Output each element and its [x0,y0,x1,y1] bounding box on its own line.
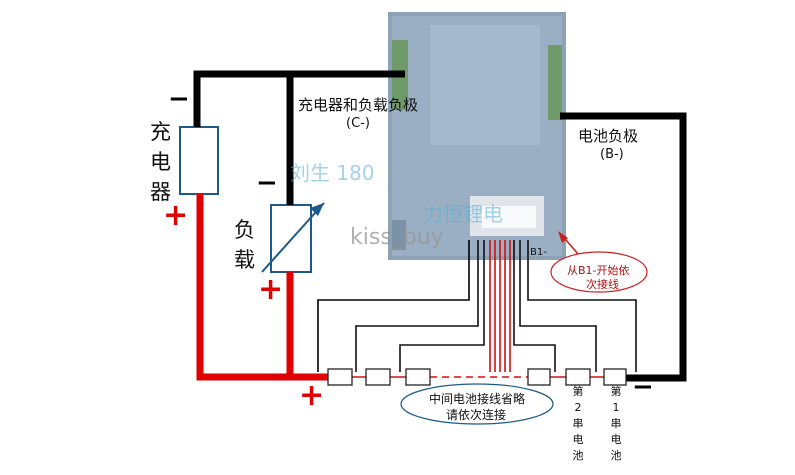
c-minus-label: 充电器和负载负极 [298,96,419,114]
charger-char-2: 电 [150,150,171,174]
cell2-label: 第 2 串 电 池 [571,384,585,464]
pack-minus-sign: − [632,372,654,402]
cell2-char-5: 池 [572,449,584,462]
b1-tag: B1- [530,247,547,258]
charger-char-3: 器 [150,180,171,204]
c-minus-code: (C-) [346,116,370,131]
sense-wire-4 [519,240,597,372]
cell2-char-3: 串 [572,417,584,430]
cell1-char-1: 第 [610,385,622,398]
cell1-char-4: 电 [610,433,622,446]
b1-note-line-2: 次接线 [586,278,619,291]
sense-wire-3 [399,240,485,372]
load-variable-arrow [261,202,325,273]
cell-1 [603,368,627,386]
charger-plus-sign: + [163,198,189,233]
cell2-char-4: 电 [572,433,584,446]
load-char-2: 载 [234,248,255,272]
load-arrow-head [310,203,324,216]
charger-box [179,126,219,195]
load-minus-sign: − [256,168,278,198]
cell1-char-2: 1 [612,401,620,414]
b-minus-code: (B-) [600,147,624,162]
charger-minus-sign: − [168,84,190,114]
sense-wire-2 [355,240,479,372]
cell-2 [565,368,591,386]
b1-note-line-1: 从B1-开始依 [567,264,630,277]
middle-note-line-2: 请依次连接 [446,408,507,422]
middle-note-ellipse [400,383,554,425]
cell1-label: 第 1 串 电 池 [609,384,623,464]
watermark-contact: 刘生 180 [290,161,375,185]
load-char-1: 负 [234,218,255,242]
watermark-brand: 力恒锂电 [423,202,503,226]
sense-wire-5 [527,240,637,372]
cell2-char-1: 第 [572,385,584,398]
load-plus-sign: + [258,272,284,307]
charger-char-1: 充 [150,120,171,144]
cell1-char-5: 池 [610,449,622,462]
b1-pointer-head [558,231,568,243]
c-minus-wire [193,70,405,127]
sense-wire-6 [513,240,556,372]
cell1-char-3: 串 [610,417,622,430]
b-minus-label: 电池负极 [578,127,639,145]
cell2-char-2: 2 [574,401,582,414]
watermark-shop: kiss_buy [350,225,444,250]
bms-board [388,12,566,260]
b1-note-ellipse [550,251,648,293]
pack-plus-sign: + [299,378,325,413]
b-minus-wire [560,112,687,382]
sense-wire-1 [317,240,470,372]
middle-sense-wires [489,240,511,372]
middle-note-line-1: 中间电池接线省略 [429,392,526,406]
battery-chain [327,368,627,386]
pack-plus-wire [196,194,328,381]
